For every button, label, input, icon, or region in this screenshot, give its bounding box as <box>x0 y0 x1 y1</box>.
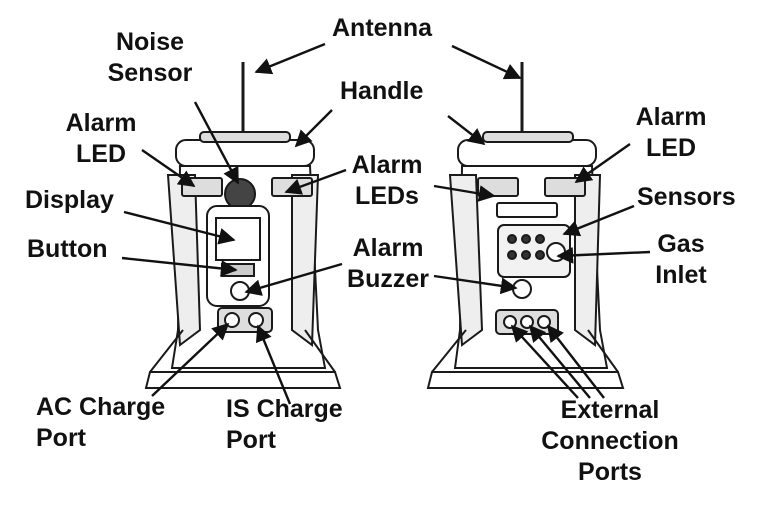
is-charge-port-jack <box>248 312 264 328</box>
label-alarm-led-right: Alarm LED <box>635 103 707 162</box>
arrow-ext-port-1 <box>510 324 579 399</box>
label-alarm-buzzer: Alarm Buzzer <box>347 234 429 293</box>
arrow-ac-charge-port <box>151 322 230 397</box>
leader-arrows <box>121 42 651 405</box>
label-display: Display <box>25 186 114 214</box>
back-view-device <box>426 62 625 389</box>
label-noise-sensor: Noise Sensor <box>107 28 193 87</box>
handle-front <box>175 139 315 167</box>
label-is-charge-port: IS Charge Port <box>226 395 343 454</box>
label-antenna: Antenna <box>332 14 432 42</box>
arrow-ext-port-3 <box>546 324 605 399</box>
arrow-noise-sensor <box>193 101 240 185</box>
arrow-display <box>123 210 236 245</box>
label-ac-charge-port: AC Charge Port <box>36 393 166 452</box>
arrow-alarm-buzzer-front <box>244 262 343 296</box>
label-gas-inlet: Gas Inlet <box>655 230 707 289</box>
arrow-alarm-buzzer-back <box>433 274 518 295</box>
arrow-gas-inlet <box>556 246 651 264</box>
arrow-handle-left <box>294 109 333 148</box>
handle-back <box>457 139 597 167</box>
label-external-connection-ports: External Connection Ports <box>541 396 679 486</box>
label-alarm-leds: Alarm LEDs <box>351 151 423 210</box>
label-alarm-led-left: Alarm LED <box>65 109 137 168</box>
gas-inlet-port <box>546 242 566 262</box>
label-handle: Handle <box>340 77 424 105</box>
noise-sensor <box>224 178 256 210</box>
arrow-alarm-leds-right <box>433 184 496 202</box>
arrow-alarm-led-right <box>574 143 631 183</box>
arrow-button <box>121 256 238 277</box>
arrow-ext-port-2 <box>528 324 591 399</box>
alarm-led-front-right <box>271 177 313 197</box>
arrow-antenna-right <box>451 44 522 80</box>
label-button: Button <box>27 235 108 263</box>
arrow-sensors <box>562 204 635 237</box>
display <box>215 217 261 261</box>
arrow-alarm-led-left <box>141 149 196 187</box>
arrow-antenna-left <box>254 42 326 75</box>
arrow-handle-right <box>447 115 486 146</box>
arrow-alarm-leds-left <box>284 168 347 195</box>
label-sensors: Sensors <box>637 183 736 211</box>
arrow-is-charge-port <box>255 324 292 405</box>
